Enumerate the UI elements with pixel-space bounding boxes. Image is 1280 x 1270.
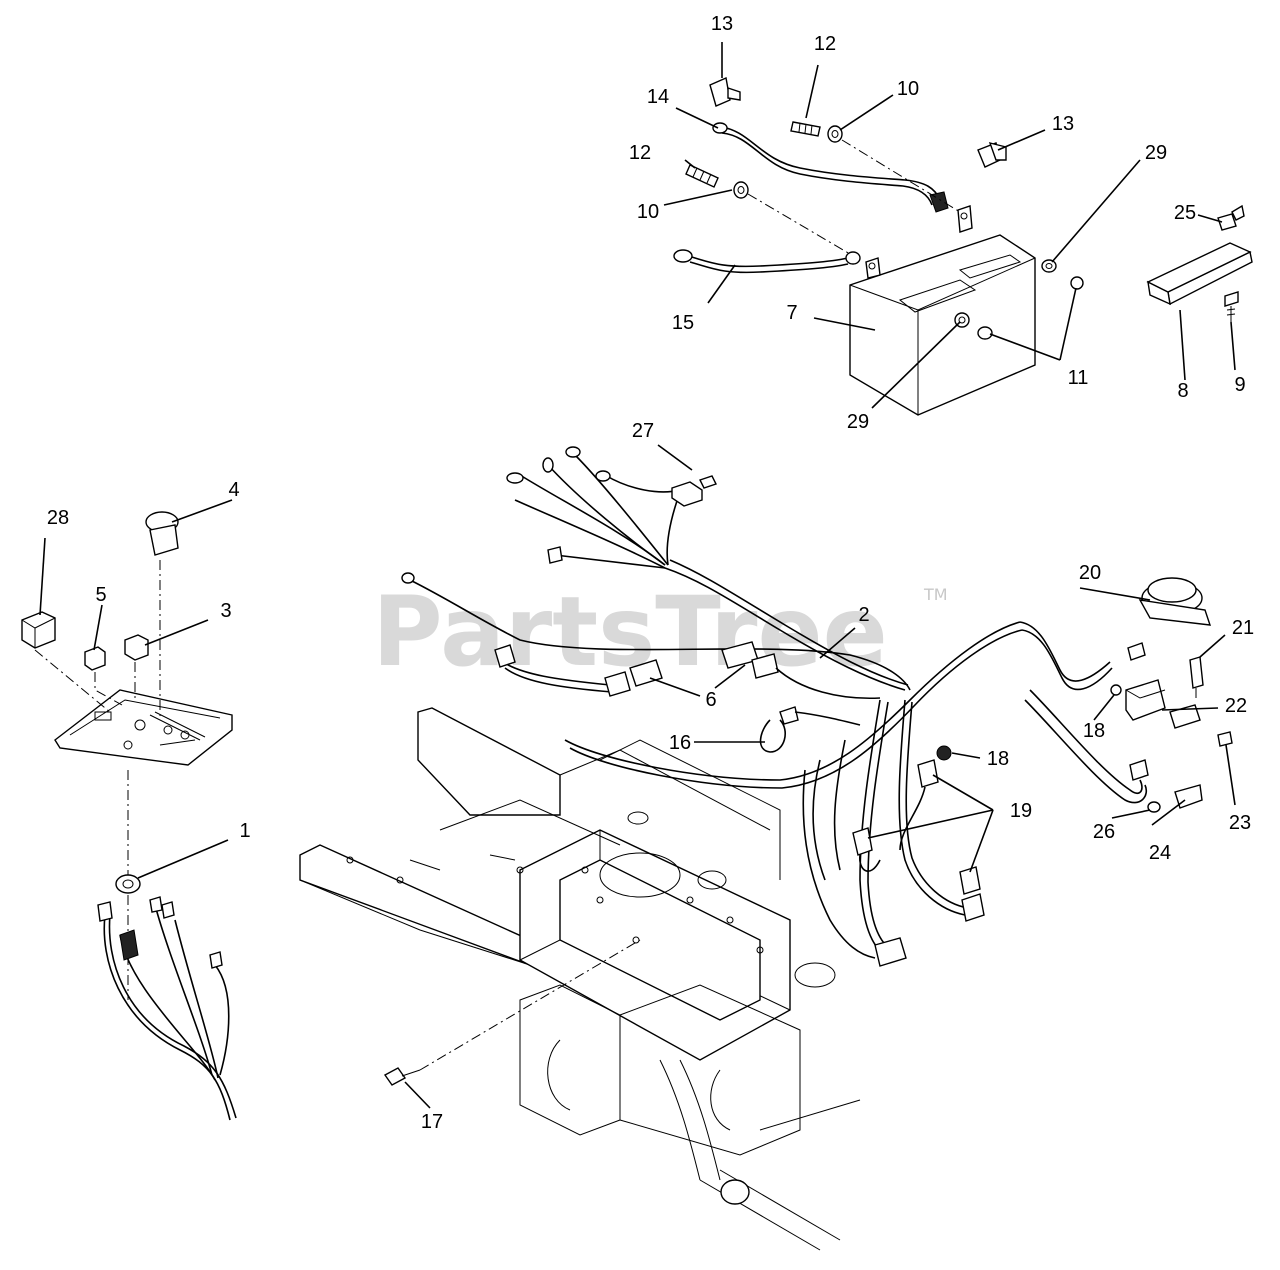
callout-9: 9 xyxy=(1234,374,1245,396)
callout-7: 7 xyxy=(786,302,797,324)
callout-20: 20 xyxy=(1079,562,1101,584)
callout-17: 17 xyxy=(421,1111,443,1133)
main-wiring-harness xyxy=(401,446,1233,967)
battery-hold-down xyxy=(1146,204,1253,322)
callout-5: 5 xyxy=(95,584,106,606)
battery-cables xyxy=(673,77,1007,274)
callout-8: 8 xyxy=(1177,380,1188,402)
callout-13-right: 13 xyxy=(1052,113,1074,135)
callout-28: 28 xyxy=(47,507,69,529)
callout-16: 16 xyxy=(669,732,691,754)
callout-22: 22 xyxy=(1225,695,1247,717)
watermark-text: PartsTree xyxy=(372,576,887,688)
callout-4: 4 xyxy=(228,479,239,501)
tractor-frame xyxy=(299,707,861,1251)
callout-15: 15 xyxy=(672,312,694,334)
dash-panel-assembly xyxy=(21,511,237,1121)
callout-19: 19 xyxy=(1010,800,1032,822)
callout-23: 23 xyxy=(1229,812,1251,834)
callout-13-top: 13 xyxy=(711,13,733,35)
callout-11: 11 xyxy=(1068,367,1089,389)
callout-labels: 13 12 10 13 14 12 10 29 25 15 7 29 11 8 … xyxy=(47,13,1254,1133)
callout-12-left: 12 xyxy=(629,142,651,164)
callout-29-top: 29 xyxy=(1145,142,1167,164)
callout-12-top: 12 xyxy=(814,33,836,55)
callout-25: 25 xyxy=(1174,202,1196,224)
callout-27: 27 xyxy=(632,420,654,442)
callout-18-mid: 18 xyxy=(987,748,1009,770)
callout-26: 26 xyxy=(1093,821,1115,843)
callout-14: 14 xyxy=(647,86,669,108)
callout-10-top: 10 xyxy=(897,78,919,100)
callout-3: 3 xyxy=(220,600,231,622)
callout-2: 2 xyxy=(858,604,869,626)
leader-lines xyxy=(39,42,1236,1109)
battery-assembly xyxy=(849,205,1084,416)
watermark-trademark: TM xyxy=(923,585,948,604)
callout-24: 24 xyxy=(1149,842,1171,864)
callout-10-left: 10 xyxy=(637,201,659,223)
callout-21: 21 xyxy=(1232,617,1254,639)
callout-1: 1 xyxy=(239,820,250,842)
callout-29-bottom: 29 xyxy=(847,411,869,433)
callout-18-right: 18 xyxy=(1083,720,1105,742)
callout-6: 6 xyxy=(705,689,716,711)
